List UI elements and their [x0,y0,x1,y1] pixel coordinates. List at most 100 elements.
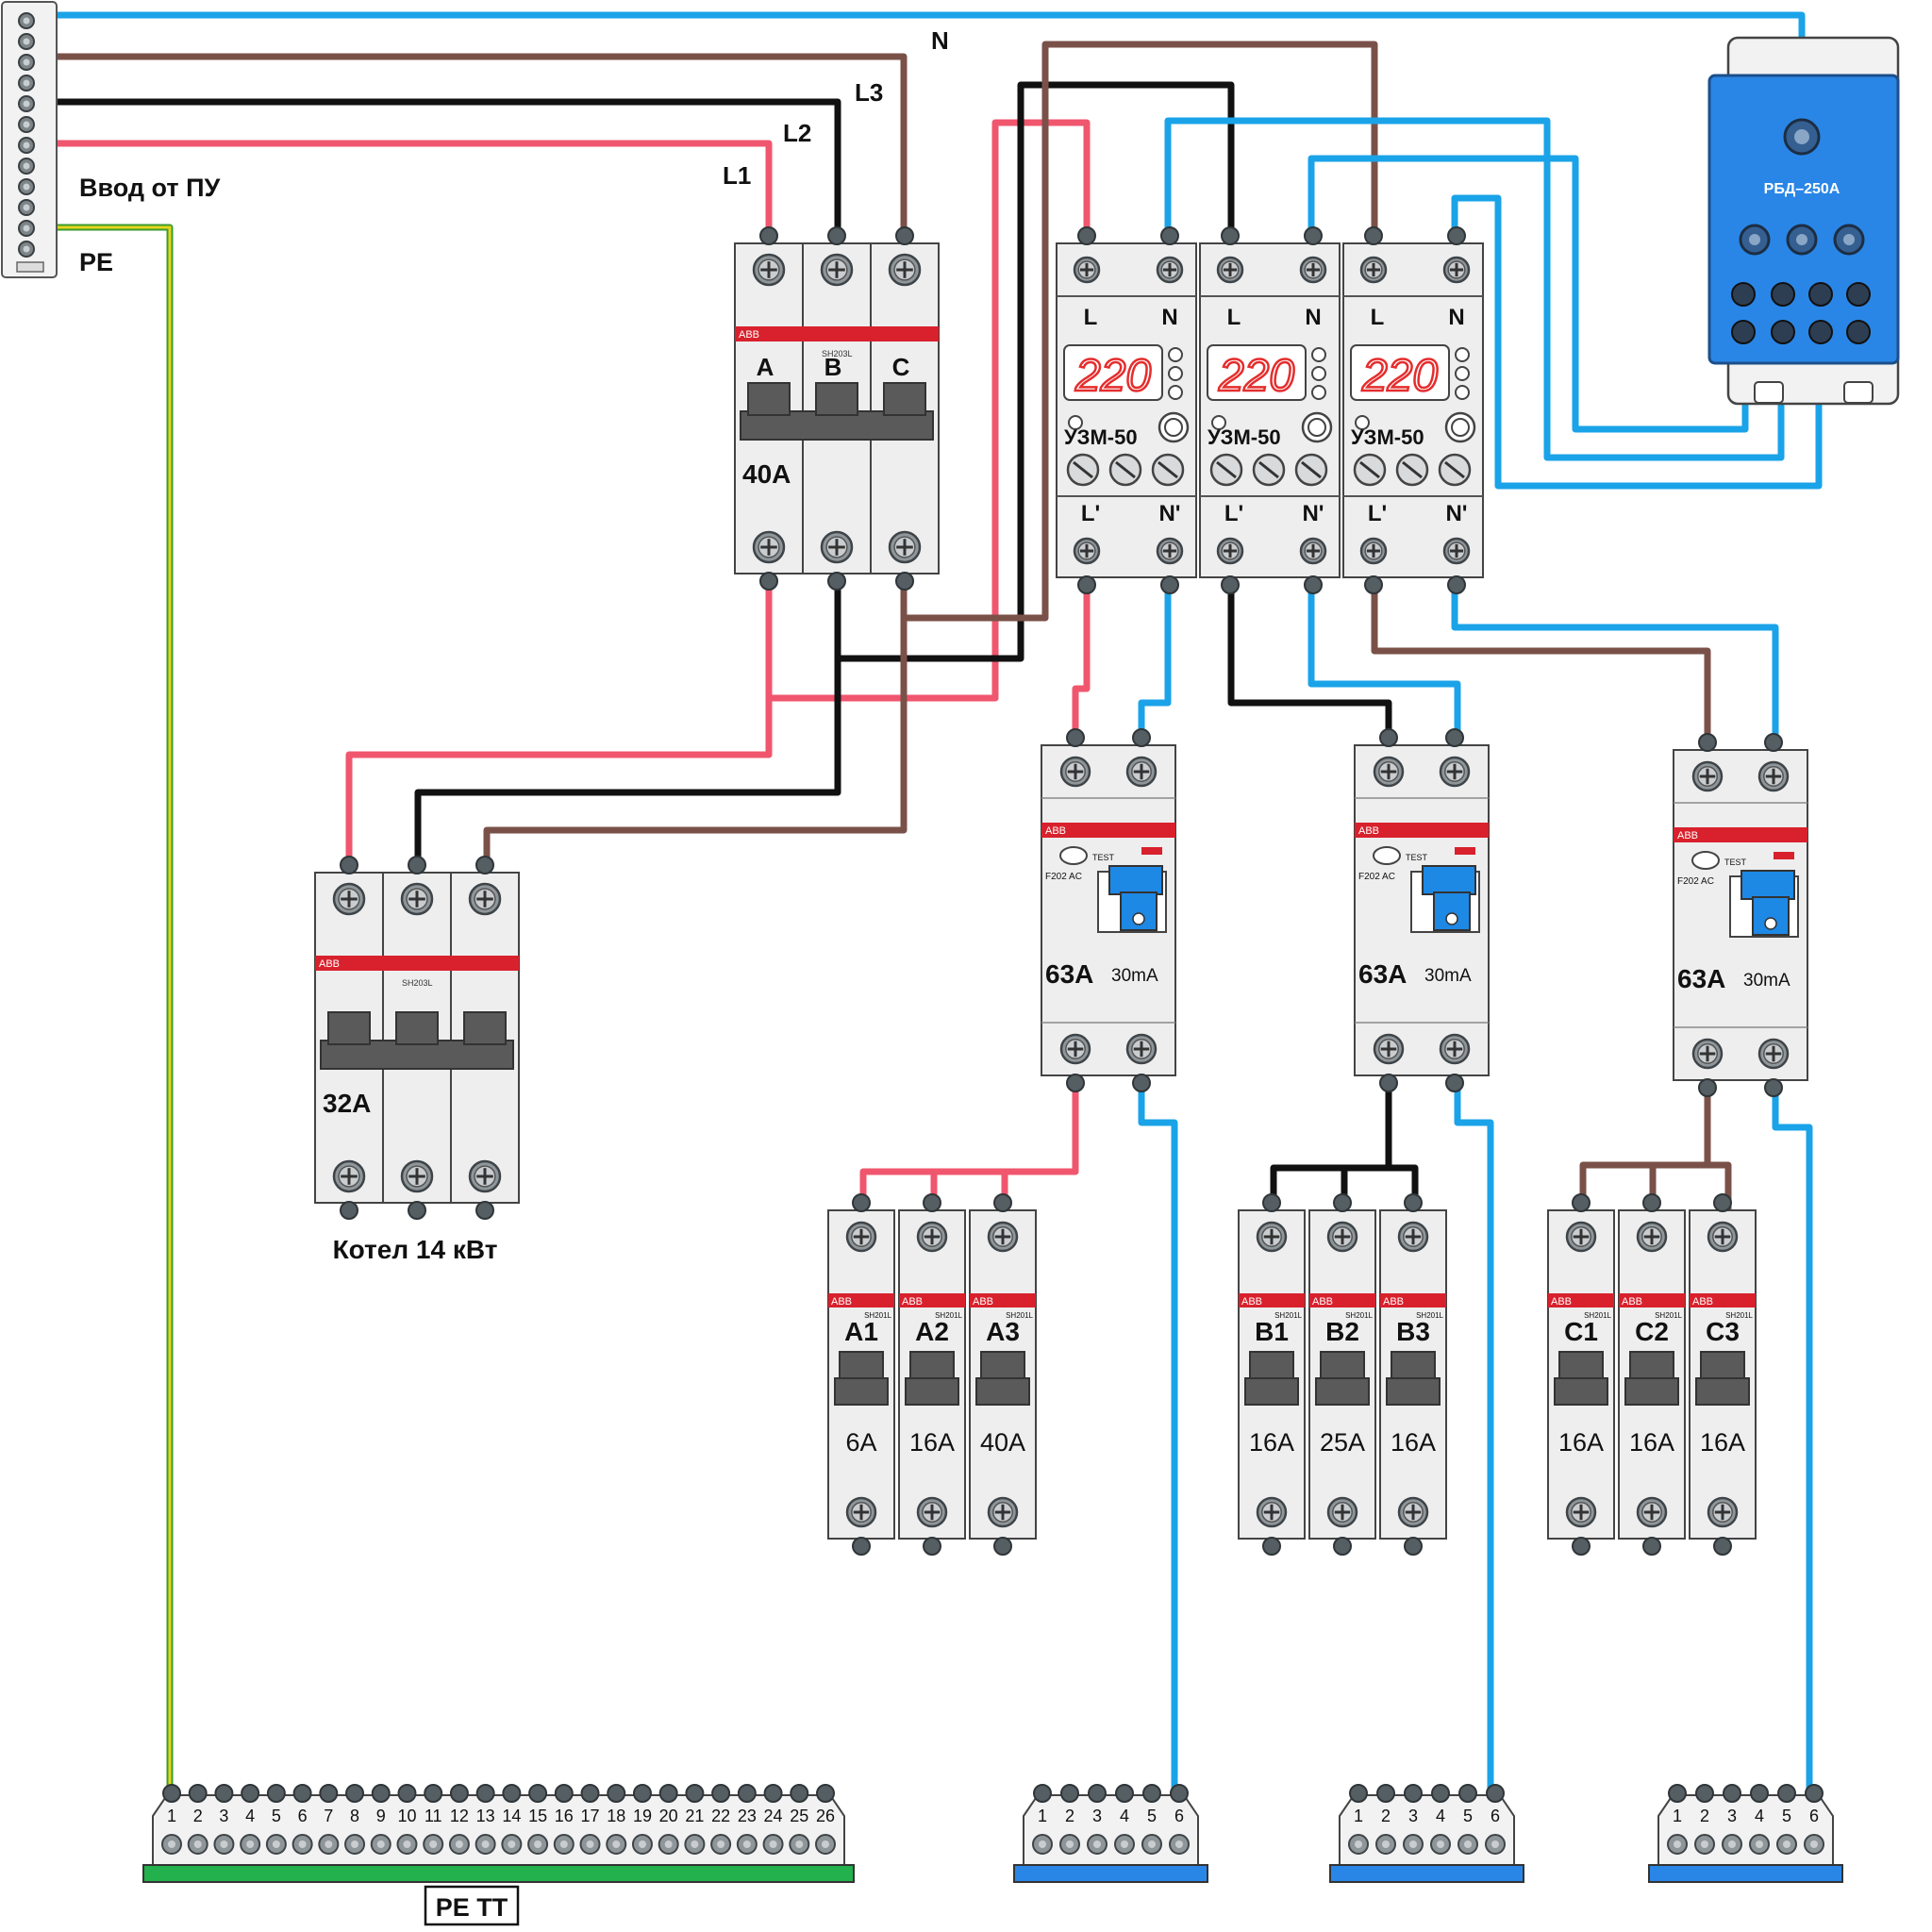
terminal-dot [827,572,846,591]
bus-screw-center [1093,1840,1101,1848]
screw-icon [1636,1221,1668,1253]
bus-terminal-number: 21 [685,1807,704,1825]
breaker-label: B3 [1396,1317,1430,1346]
bus-terminal-number: 1 [1038,1807,1047,1825]
toggle-handle [1558,1351,1604,1381]
screw-icon [1565,1496,1597,1528]
bus-terminal-number: 8 [350,1807,359,1825]
relay-in-n: N [1305,305,1321,330]
rcd-model: F202 AC [1358,872,1395,882]
bus-screw-center [1701,1840,1708,1848]
rcd-indicator [1455,847,1475,855]
bus-screw-center [742,1840,751,1848]
screw-icon [916,1496,948,1528]
bus-screw-center [1783,1840,1790,1848]
bus-terminal-number: 1 [1354,1807,1363,1825]
terminal-dot [923,1537,941,1556]
relay3-l-to-rcd3 [1371,574,1711,754]
rcd-toggle-top [1740,870,1795,900]
relay-adjuster-slot [1402,460,1423,479]
terminal-dot [1132,728,1151,747]
abb-stripe [899,1293,965,1307]
breaker-rating: 16A [1391,1428,1436,1457]
breaker-label: B2 [1325,1317,1359,1346]
bus-housing [1023,1794,1199,1866]
abb-logo: ABB [1312,1296,1333,1307]
screw-icon [1326,1221,1358,1253]
input-label: Ввод от ПУ [79,174,221,202]
relay-led [1355,415,1370,430]
pole-label: A [757,353,774,381]
relay-out-l: L' [1224,501,1243,526]
pe-bus-label-box [424,1885,520,1926]
bus-screw-center [246,1840,255,1848]
breaker-model: SH201L [1006,1311,1033,1320]
abb-logo: ABB [1622,1296,1642,1307]
bus-screw-center [638,1840,646,1848]
rcd-toggle-dot [1764,917,1777,930]
terminal-dot [1723,1784,1741,1803]
breaker-rating: 16A [1629,1428,1674,1457]
input-terminal-block [1,1,58,278]
toggle-base [1386,1377,1441,1406]
screw-icon [820,253,854,287]
relay-led [1311,366,1326,381]
rcd2-l-to-breakers [1270,1072,1392,1214]
screw-icon [1757,760,1790,792]
bus-terminal-number: 13 [476,1807,495,1825]
bus-screw-center [403,1840,411,1848]
relay-led [1168,385,1183,400]
boiler-caption: Котел 14 кВт [333,1235,498,1264]
terminal-dot [1066,1074,1085,1092]
relay-body [1056,242,1197,578]
abb-stripe [1380,1293,1446,1307]
bus-terminal-number: 24 [764,1807,783,1825]
terminal-dot [1221,575,1240,594]
bus-screw-center [1148,1840,1156,1848]
bus-screw-center [691,1840,699,1848]
toggle-handle [1391,1351,1436,1381]
bus-screw-center [376,1840,385,1848]
abb-stripe [828,1293,894,1307]
breaker-model: SH201L [1345,1311,1373,1320]
screw-icon [1125,756,1158,788]
bus-terminal-number: 3 [1092,1807,1102,1825]
relay-led [1455,347,1470,362]
bus-terminal-number: 5 [272,1807,281,1825]
toggle-base [834,1377,889,1406]
bus-terminal-number: 11 [425,1807,442,1825]
terminal-dot [1642,1193,1661,1212]
screw-icon [1439,1033,1471,1065]
screw-icon [820,530,854,564]
terminal-dot [340,1201,358,1220]
input-l3-wire [53,53,908,247]
bus-terminal-number: 16 [555,1807,574,1825]
terminal-dot [1458,1784,1477,1803]
screw-icon [1636,1496,1668,1528]
terminal-dot [319,1784,339,1803]
breaker-group-L2: ABBSH201LB116AABBSH201LB225AABBSH201LB31… [1238,1193,1447,1556]
input-terminal-center [23,142,30,149]
input-terminal-center [23,225,30,232]
test-label: TEST [1092,853,1115,862]
breaker-label: A3 [986,1317,1020,1346]
terminal-dot [1115,1784,1134,1803]
test-label: TEST [1724,858,1747,867]
screw-icon [1707,1221,1739,1253]
terminal-dot [1333,1193,1352,1212]
terminal-dot [923,1193,941,1212]
relay-display [1207,344,1307,401]
bus-terminal-number: 5 [1463,1807,1473,1825]
bus-terminal-number: 2 [1700,1807,1709,1825]
breaker-pole-body [450,872,520,1204]
bus-rail [142,1864,855,1883]
bus-screw-center [612,1840,621,1848]
rbd-clip [1754,381,1784,404]
toggle-base [1244,1377,1299,1406]
relay-button [1158,411,1190,443]
screw-icon [987,1221,1019,1253]
